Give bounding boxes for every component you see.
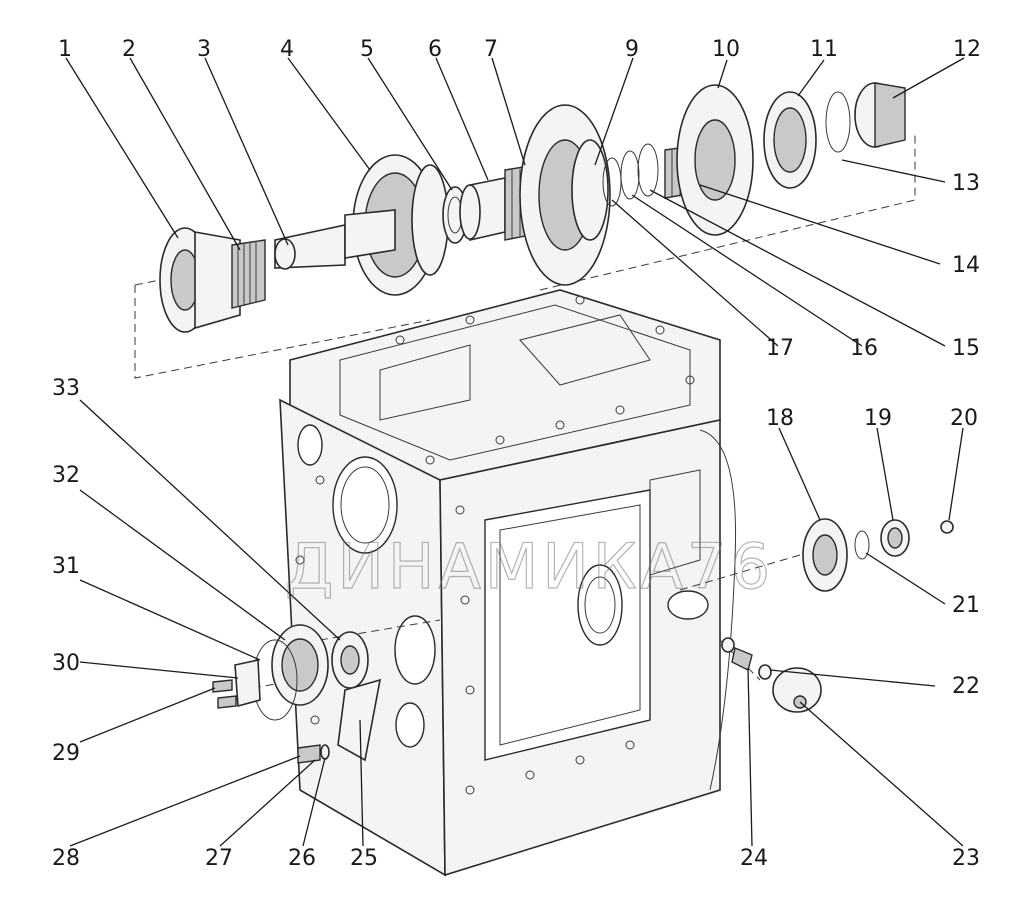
callout-33: 33 (52, 376, 80, 401)
callout-14: 14 (952, 253, 980, 278)
callout-5: 5 (360, 37, 374, 62)
callout-labels: 1 2 3 4 5 6 7 9 10 11 12 13 14 15 16 17 … (52, 37, 981, 871)
snap-rings-15-17 (602, 143, 659, 207)
shaft-3 (274, 224, 346, 270)
fitting-24-22 (721, 637, 772, 680)
bracket-25 (337, 678, 382, 762)
callout-30: 30 (52, 651, 80, 676)
callout-7: 7 (484, 37, 498, 62)
plate-30 (234, 659, 261, 708)
callout-31: 31 (52, 554, 80, 579)
callout-23: 23 (952, 846, 980, 871)
bearing-18 (802, 518, 848, 592)
bushing-6 (459, 177, 506, 242)
callout-13: 13 (952, 171, 980, 196)
leader-lines (65, 57, 965, 847)
callout-12: 12 (953, 37, 981, 62)
gear-1 (159, 227, 241, 333)
callout-28: 28 (52, 846, 80, 871)
gear-9 (519, 104, 611, 286)
callout-32: 32 (52, 463, 80, 488)
callout-1: 1 (58, 37, 72, 62)
bolts-29 (212, 679, 237, 709)
gear-10 (676, 84, 754, 236)
callout-3: 3 (197, 37, 211, 62)
callout-11: 11 (810, 37, 838, 62)
callout-10: 10 (712, 37, 740, 62)
callout-29: 29 (52, 741, 80, 766)
watermark-text: ДИНАМИКА76 (285, 530, 774, 603)
callout-21: 21 (952, 593, 980, 618)
callout-22: 22 (952, 674, 980, 699)
ring-13 (825, 91, 851, 153)
needle-bearing-12 (854, 82, 906, 148)
callout-9: 9 (625, 37, 639, 62)
callout-27: 27 (205, 846, 233, 871)
synchronizer-4 (344, 154, 449, 296)
synchro-ring-11 (763, 91, 817, 189)
callout-15: 15 (952, 336, 980, 361)
callout-18: 18 (766, 406, 794, 431)
bushing-19 (880, 519, 910, 557)
snap-ring-21 (854, 530, 870, 560)
callout-4: 4 (280, 37, 294, 62)
needle-bearing-2 (231, 239, 266, 309)
callout-19: 19 (864, 406, 892, 431)
callout-26: 26 (288, 846, 316, 871)
seal-33 (331, 631, 369, 689)
plug-20 (940, 520, 954, 534)
callout-24: 24 (740, 846, 768, 871)
callout-2: 2 (122, 37, 136, 62)
gearbox-housing (279, 289, 737, 877)
callout-16: 16 (850, 336, 878, 361)
callout-20: 20 (950, 406, 978, 431)
callout-6: 6 (428, 37, 442, 62)
callout-17: 17 (766, 336, 794, 361)
callout-25: 25 (350, 846, 378, 871)
cap-23 (772, 667, 822, 713)
